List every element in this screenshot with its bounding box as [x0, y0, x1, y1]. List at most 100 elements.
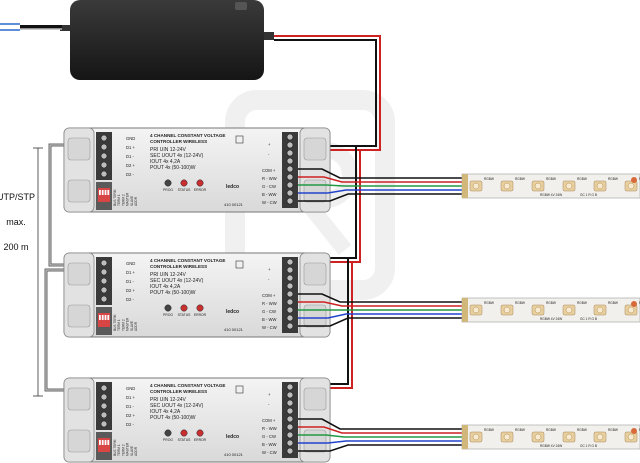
terminal-screw[interactable]: [100, 411, 108, 419]
terminal-screw[interactable]: [286, 407, 294, 415]
controller-spec: PRI UIN 12-24V: [150, 272, 187, 278]
error-led: [196, 304, 204, 312]
terminal-screw[interactable]: [100, 384, 108, 392]
terminal-screw[interactable]: [286, 197, 294, 205]
left-terminal-label: D2 -: [126, 172, 135, 177]
terminal-screw[interactable]: [286, 415, 294, 423]
terminal-screw[interactable]: [100, 161, 108, 169]
terminal-screw[interactable]: [286, 133, 294, 141]
terminal-screw[interactable]: [286, 391, 294, 399]
brand-label: ledco: [226, 309, 239, 315]
chip-label: RGBW: [515, 177, 525, 181]
terminal-screw[interactable]: [100, 268, 108, 276]
dip-switch[interactable]: [98, 313, 110, 327]
dip-label: BUS TERM: [113, 189, 117, 206]
terminal-screw[interactable]: [286, 165, 294, 173]
dip-label: BUS TERM: [113, 314, 117, 331]
terminal-screw[interactable]: [286, 181, 294, 189]
terminal-screw[interactable]: [286, 314, 294, 322]
strip-end-marker: [631, 177, 637, 183]
terminal-screw[interactable]: [286, 149, 294, 157]
dip-switch[interactable]: [98, 438, 110, 452]
terminal-screw[interactable]: [286, 141, 294, 149]
left-terminal-label: D2 +: [126, 163, 136, 168]
right-terminal-label: W - CW: [262, 200, 277, 205]
right-terminal-label: W - CW: [262, 325, 277, 330]
terminal-screw[interactable]: [286, 399, 294, 407]
terminal-screw[interactable]: [286, 266, 294, 274]
terminal-screw[interactable]: [286, 290, 294, 298]
terminal-screw[interactable]: [100, 259, 108, 267]
power-terminal-label: -: [268, 402, 270, 407]
error-led: [196, 179, 204, 187]
dip-label: TERM 1: [117, 319, 121, 331]
terminal-screw[interactable]: [286, 383, 294, 391]
terminal-screw[interactable]: [100, 393, 108, 401]
side-label-bg: [0, 190, 36, 254]
terminal-screw[interactable]: [100, 170, 108, 178]
controller-title: 4 CHANNEL CONSTANT VOLTAGE: [150, 383, 225, 388]
terminal-screw[interactable]: [286, 189, 294, 197]
chip-label: RGBW: [515, 301, 525, 305]
prog-button[interactable]: [164, 304, 172, 312]
dip-label: SLAVE: [130, 196, 134, 206]
right-terminal-label: COM +: [262, 293, 276, 298]
left-terminal-label: D1 -: [126, 154, 135, 159]
strip-end-marker: [631, 428, 637, 434]
dip-label: MASTER: [126, 442, 130, 456]
terminal-screw[interactable]: [286, 258, 294, 266]
chip-label: RGBW: [546, 428, 556, 432]
controller-title: CONTROLLER WIRELESS: [150, 389, 207, 394]
terminal-screw[interactable]: [100, 134, 108, 142]
dip-label: ADDR: [134, 321, 138, 331]
right-terminal-label: COM +: [262, 168, 276, 173]
terminal-screw[interactable]: [286, 447, 294, 455]
terminal-screw[interactable]: [100, 295, 108, 303]
left-terminal-label: D2 -: [126, 422, 135, 427]
right-terminal-label: G - CW: [262, 434, 276, 439]
terminal-screw[interactable]: [286, 274, 294, 282]
wireless-icon: [235, 135, 244, 144]
terminal-screw[interactable]: [100, 420, 108, 428]
brand-label: ledco: [226, 434, 239, 440]
dip-label: TERM 1: [117, 194, 121, 206]
chip-label: RGBW: [608, 177, 618, 181]
dip-switch[interactable]: [98, 188, 110, 202]
side-label-line3: 200 m: [3, 242, 28, 252]
terminal-screw[interactable]: [286, 431, 294, 439]
right-terminal-label: G - CW: [262, 309, 276, 314]
strip-pad-label: GC 1 R G B: [580, 193, 597, 197]
terminal-screw[interactable]: [100, 152, 108, 160]
terminal-screw[interactable]: [100, 277, 108, 285]
prog-button[interactable]: [164, 429, 172, 437]
strip-pad-label: GC 1 R G B: [580, 317, 597, 321]
terminal-screw[interactable]: [100, 402, 108, 410]
status-led: [180, 429, 188, 437]
terminal-screw[interactable]: [286, 306, 294, 314]
chip-label: RGBW: [515, 428, 525, 432]
strip-pad-label: GC 1 R G B: [580, 444, 597, 448]
strip-cut-label: RGBW 4V 24W: [540, 444, 562, 448]
length-dimension: [33, 147, 43, 397]
chip-label: RGBW: [608, 428, 618, 432]
rgbw-output-wire: [298, 444, 462, 452]
prog-button[interactable]: [164, 179, 172, 187]
status-led-label: STATUS: [178, 188, 192, 192]
rgbw-output-wire: [298, 317, 462, 327]
dip-label: TERM 2: [121, 194, 125, 206]
dip-label: TERM 1: [117, 444, 121, 456]
terminal-screw[interactable]: [286, 298, 294, 306]
terminal-screw[interactable]: [286, 173, 294, 181]
error-led-label: ERROR: [194, 313, 207, 317]
terminal-screw[interactable]: [286, 423, 294, 431]
terminal-screw[interactable]: [100, 143, 108, 151]
terminal-screw[interactable]: [286, 282, 294, 290]
power-terminal-label: +: [268, 267, 271, 272]
terminal-screw[interactable]: [286, 439, 294, 447]
terminal-screw[interactable]: [286, 157, 294, 165]
power-terminal-label: +: [268, 392, 271, 397]
left-terminal-label: GND: [126, 386, 135, 391]
terminal-screw[interactable]: [286, 322, 294, 330]
terminal-screw[interactable]: [100, 286, 108, 294]
